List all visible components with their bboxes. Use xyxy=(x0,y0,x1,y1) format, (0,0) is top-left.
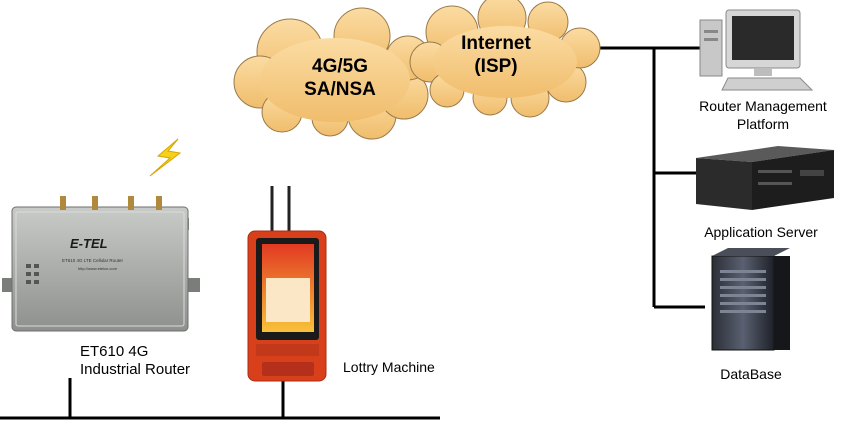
cloud-internet-line1: Internet xyxy=(461,33,531,54)
database-server-image xyxy=(711,248,790,351)
wireless-signal-icon xyxy=(149,138,182,177)
database-label: DataBase xyxy=(720,366,782,382)
router-label: ET610 4G Industrial Router xyxy=(80,343,190,379)
appserver-label: Application Server xyxy=(704,224,818,240)
router-brand: E-TEL xyxy=(70,236,108,251)
lottery-machine-image xyxy=(247,186,327,382)
cloud-4g5g xyxy=(233,7,431,140)
management-label: Router Management Platform xyxy=(699,97,827,133)
cloud-internet xyxy=(409,0,601,118)
application-server-image xyxy=(696,146,834,210)
router-label-line1: ET610 4G xyxy=(80,343,149,360)
router-label-line2: Industrial Router xyxy=(80,361,191,378)
router-device-image: E-TEL ET610 4G LTE Cellular Router http:… xyxy=(2,196,200,332)
router-model-text: ET610 4G LTE Cellular Router xyxy=(62,258,123,263)
management-computer-image xyxy=(699,9,814,91)
cloud-internet-line2: (ISP) xyxy=(474,56,518,77)
cloud-4g5g-label: 4G/5G SA/NSA xyxy=(304,55,376,101)
management-label-line1: Router Management xyxy=(699,98,827,114)
lottery-label: Lottry Machine xyxy=(343,359,435,375)
cloud-4g5g-line1: 4G/5G xyxy=(312,56,368,77)
cloud-internet-label: Internet (ISP) xyxy=(461,32,531,78)
router-url-text: http://www.etelcn.com xyxy=(78,266,118,271)
connection-lines xyxy=(0,46,705,420)
management-label-line2: Platform xyxy=(736,116,790,132)
cloud-4g5g-line2: SA/NSA xyxy=(304,79,376,100)
